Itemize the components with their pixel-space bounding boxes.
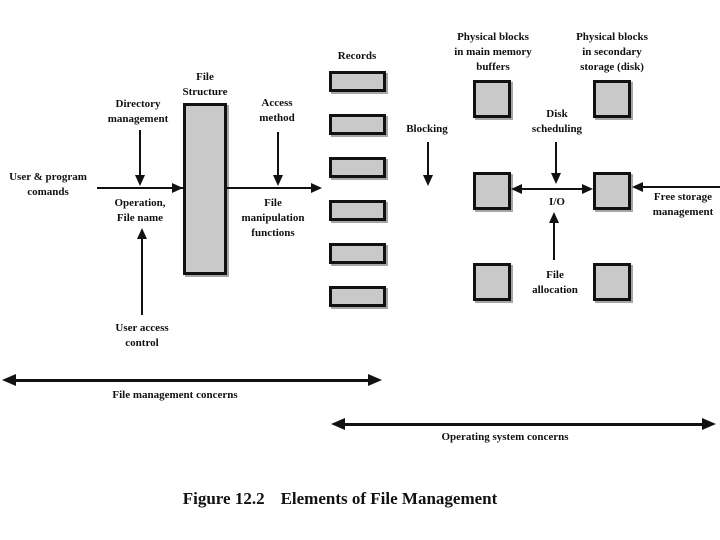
label-line: manipulation <box>241 212 305 224</box>
figure-title: Elements of File Management <box>280 489 498 508</box>
label-line: Disk <box>546 108 568 120</box>
record-box <box>329 286 386 307</box>
label-file-structure: File Structure <box>182 70 227 100</box>
figure-caption: Figure 12.2 Elements of File Management <box>183 489 498 509</box>
file-structure-box <box>183 103 227 275</box>
label-line: File <box>196 71 214 83</box>
label-physical-blocks-secondary: Physical blocks in secondary storage (di… <box>576 30 648 75</box>
secondary-storage-block-top <box>593 80 631 118</box>
label-line: scheduling <box>531 123 583 135</box>
record-box <box>329 114 386 135</box>
label-line: control <box>125 337 159 349</box>
record-box <box>329 157 386 178</box>
label-disk-scheduling: Disk scheduling <box>532 107 582 137</box>
label-operating-system-concerns: Operating system concerns <box>441 431 569 443</box>
label-records: Records <box>337 50 377 62</box>
label-line: buffers <box>476 61 510 73</box>
label-line: Physical blocks <box>457 31 529 43</box>
label-physical-blocks-main-memory: Physical blocks in main memory buffers <box>454 30 532 75</box>
label-line: User access <box>115 322 169 334</box>
label-line: functions <box>251 227 295 239</box>
record-box <box>329 71 386 92</box>
main-memory-block-top <box>473 80 511 118</box>
label-line: Access <box>261 97 293 109</box>
label-file-management-concerns: File management concerns <box>112 389 238 401</box>
figure-number: Figure 12.2 <box>182 489 265 508</box>
label-line: File name <box>116 212 164 224</box>
secondary-storage-block-middle <box>593 172 631 210</box>
label-line: Structure <box>182 86 228 98</box>
label-user-access-control: User access control <box>115 321 168 351</box>
label-file-allocation: File allocation <box>532 268 578 298</box>
label-line: storage (disk) <box>580 61 644 73</box>
label-line: Operation, <box>114 197 166 209</box>
label-line: Free storage <box>653 191 713 203</box>
secondary-storage-block-bottom <box>593 263 631 301</box>
label-file-manipulation-functions: File manipulation functions <box>242 196 305 241</box>
main-memory-block-middle <box>473 172 511 210</box>
label-io: I/O <box>549 196 565 208</box>
label-line: Physical blocks <box>576 31 648 43</box>
label-line: management <box>652 206 714 218</box>
label-line: File <box>546 269 564 281</box>
main-memory-block-bottom <box>473 263 511 301</box>
label-line: File <box>264 197 282 209</box>
label-line: management <box>107 113 169 125</box>
label-blocking: Blocking <box>406 123 448 135</box>
label-operation-file-name: Operation, File name <box>114 196 165 226</box>
label-line: in main memory <box>454 46 532 58</box>
label-line: User & program <box>9 171 87 183</box>
label-directory-management: Directory management <box>108 97 169 127</box>
record-box <box>329 243 386 264</box>
label-access-method: Access method <box>259 96 294 126</box>
label-line: allocation <box>532 284 578 296</box>
label-line: method <box>259 112 295 124</box>
record-box <box>329 200 386 221</box>
label-line: in secondary <box>582 46 642 58</box>
label-line: comands <box>27 186 69 198</box>
label-line: Directory <box>115 98 161 110</box>
label-free-storage-management: Free storage management <box>653 190 714 220</box>
label-user-program-commands: User & program comands <box>9 170 87 200</box>
